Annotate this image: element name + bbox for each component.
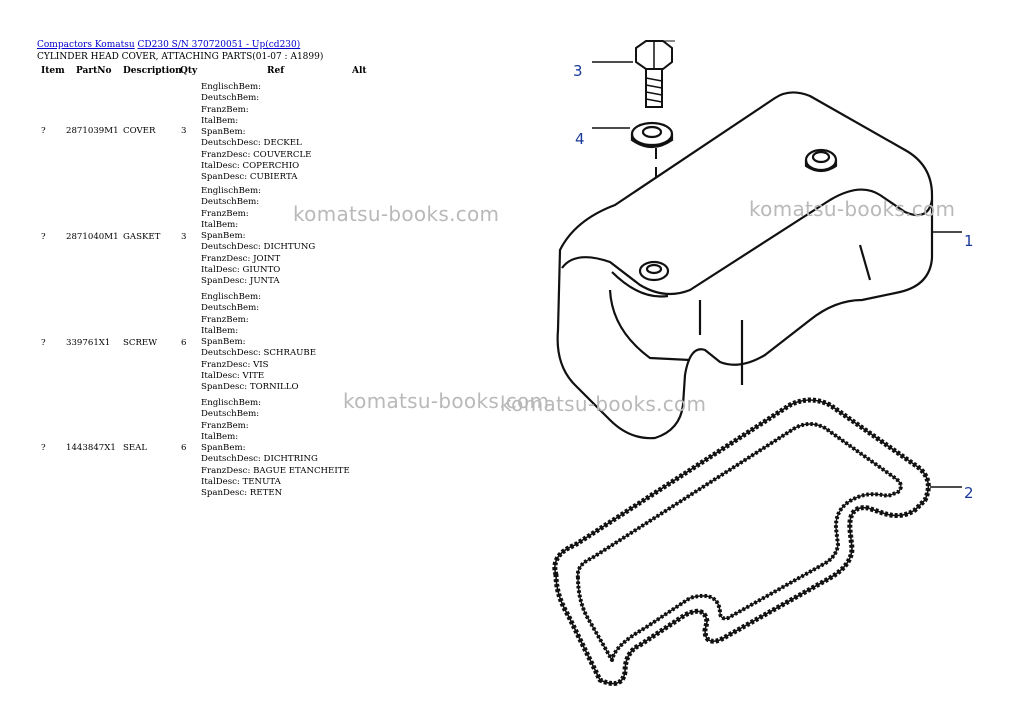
ref-line: DeutschBem:: [201, 197, 260, 208]
ref-line: FranzBem:: [201, 420, 249, 431]
ref-line: SpanDesc: TORNILLO: [201, 382, 299, 393]
ref-line: DeutschBem:: [201, 409, 260, 420]
ref-line: SpanBem:: [201, 127, 246, 138]
ref-line: ItalBem:: [201, 219, 239, 230]
callout-1: 1: [964, 232, 974, 250]
cell-partno: 1443847X1: [66, 443, 116, 453]
ref-line: ItalDesc: GIUNTO: [201, 265, 281, 276]
ref-line: DeutschDesc: SCHRAUBE: [201, 348, 317, 359]
cell-description: COVER: [123, 126, 156, 136]
callout-4: 4: [575, 130, 585, 148]
ref-line: EnglischBem:: [201, 186, 262, 196]
ref-line: SpanBem:: [201, 231, 246, 242]
header-description: Description: [123, 66, 182, 76]
page-title: CYLINDER HEAD COVER, ATTACHING PARTS(01-…: [37, 52, 324, 62]
breadcrumb-link-model[interactable]: CD230 S/N 370720051 - Up(cd230): [137, 40, 301, 50]
ref-line: ItalBem:: [201, 431, 239, 442]
ref-line: EnglischBem:: [201, 398, 262, 408]
ref-line: FranzBem:: [201, 208, 249, 219]
cell-item: ?: [41, 232, 46, 242]
header-ref: Ref: [267, 66, 285, 76]
ref-line: DeutschDesc: DICHTRING: [201, 454, 318, 465]
seal-washer-part: [630, 121, 674, 149]
ref-line: ItalBem:: [201, 115, 239, 126]
header-qty: Qty: [180, 66, 198, 76]
cell-description: SEAL: [123, 443, 148, 453]
header-partno: PartNo: [76, 66, 112, 76]
cell-item: ?: [41, 126, 46, 136]
callout-3: 3: [573, 62, 583, 80]
ref-line: DeutschBem:: [201, 93, 260, 104]
ref-line: ItalDesc: VITE: [201, 371, 265, 382]
ref-line: SpanBem:: [201, 443, 246, 454]
screw-part: [635, 40, 675, 108]
ref-line: FranzDesc: BAGUE ETANCHEITE: [201, 465, 350, 476]
breadcrumb: Compactors Komatsu CD230 S/N 370720051 -…: [37, 40, 300, 51]
cell-description: SCREW: [123, 338, 158, 348]
cell-partno: 2871040M1: [66, 232, 119, 242]
cell-partno: 339761X1: [66, 338, 111, 348]
header-alt: Alt: [352, 66, 367, 76]
ref-line: FranzBem:: [201, 104, 249, 115]
ref-line: DeutschBem:: [201, 303, 260, 314]
cell-description: GASKET: [123, 232, 161, 242]
ref-line: SpanDesc: JUNTA: [201, 276, 280, 287]
ref-line: SpanBem:: [201, 337, 246, 348]
cell-ref: EnglischBem: DeutschBem: FranzBem: ItalB…: [201, 292, 316, 394]
gasket-part: [552, 397, 931, 687]
cell-ref: EnglischBem: DeutschBem: FranzBem: ItalB…: [201, 82, 311, 184]
ref-line: DeutschDesc: DICHTUNG: [201, 242, 316, 253]
cylinder-head-cover-part: [556, 91, 934, 440]
ref-line: SpanDesc: CUBIERTA: [201, 172, 298, 183]
ref-line: FranzDesc: COUVERCLE: [201, 149, 312, 160]
ref-line: EnglischBem:: [201, 82, 262, 92]
cell-qty: 6: [181, 338, 187, 348]
cell-partno: 2871039M1: [66, 126, 119, 136]
ref-line: FranzBem:: [201, 314, 249, 325]
header-item: Item: [41, 66, 65, 76]
cell-qty: 6: [181, 443, 187, 453]
ref-line: ItalBem:: [201, 325, 239, 336]
cell-ref: EnglischBem: DeutschBem: FranzBem: ItalB…: [201, 186, 315, 288]
cell-item: ?: [41, 338, 46, 348]
ref-line: DeutschDesc: DECKEL: [201, 138, 302, 149]
ref-line: ItalDesc: COPERCHIO: [201, 161, 300, 172]
callout-2: 2: [964, 484, 974, 502]
cell-qty: 3: [181, 126, 187, 136]
cell-item: ?: [41, 443, 46, 453]
ref-line: FranzDesc: JOINT: [201, 253, 281, 264]
cell-qty: 3: [181, 232, 187, 242]
breadcrumb-link-compactors[interactable]: Compactors Komatsu: [37, 40, 135, 50]
ref-line: ItalDesc: TENUTA: [201, 477, 281, 488]
ref-line: EnglischBem:: [201, 292, 262, 302]
cell-ref: EnglischBem: DeutschBem: FranzBem: ItalB…: [201, 398, 350, 500]
ref-line: FranzDesc: VIS: [201, 359, 269, 370]
ref-line: SpanDesc: RETEN: [201, 488, 283, 499]
